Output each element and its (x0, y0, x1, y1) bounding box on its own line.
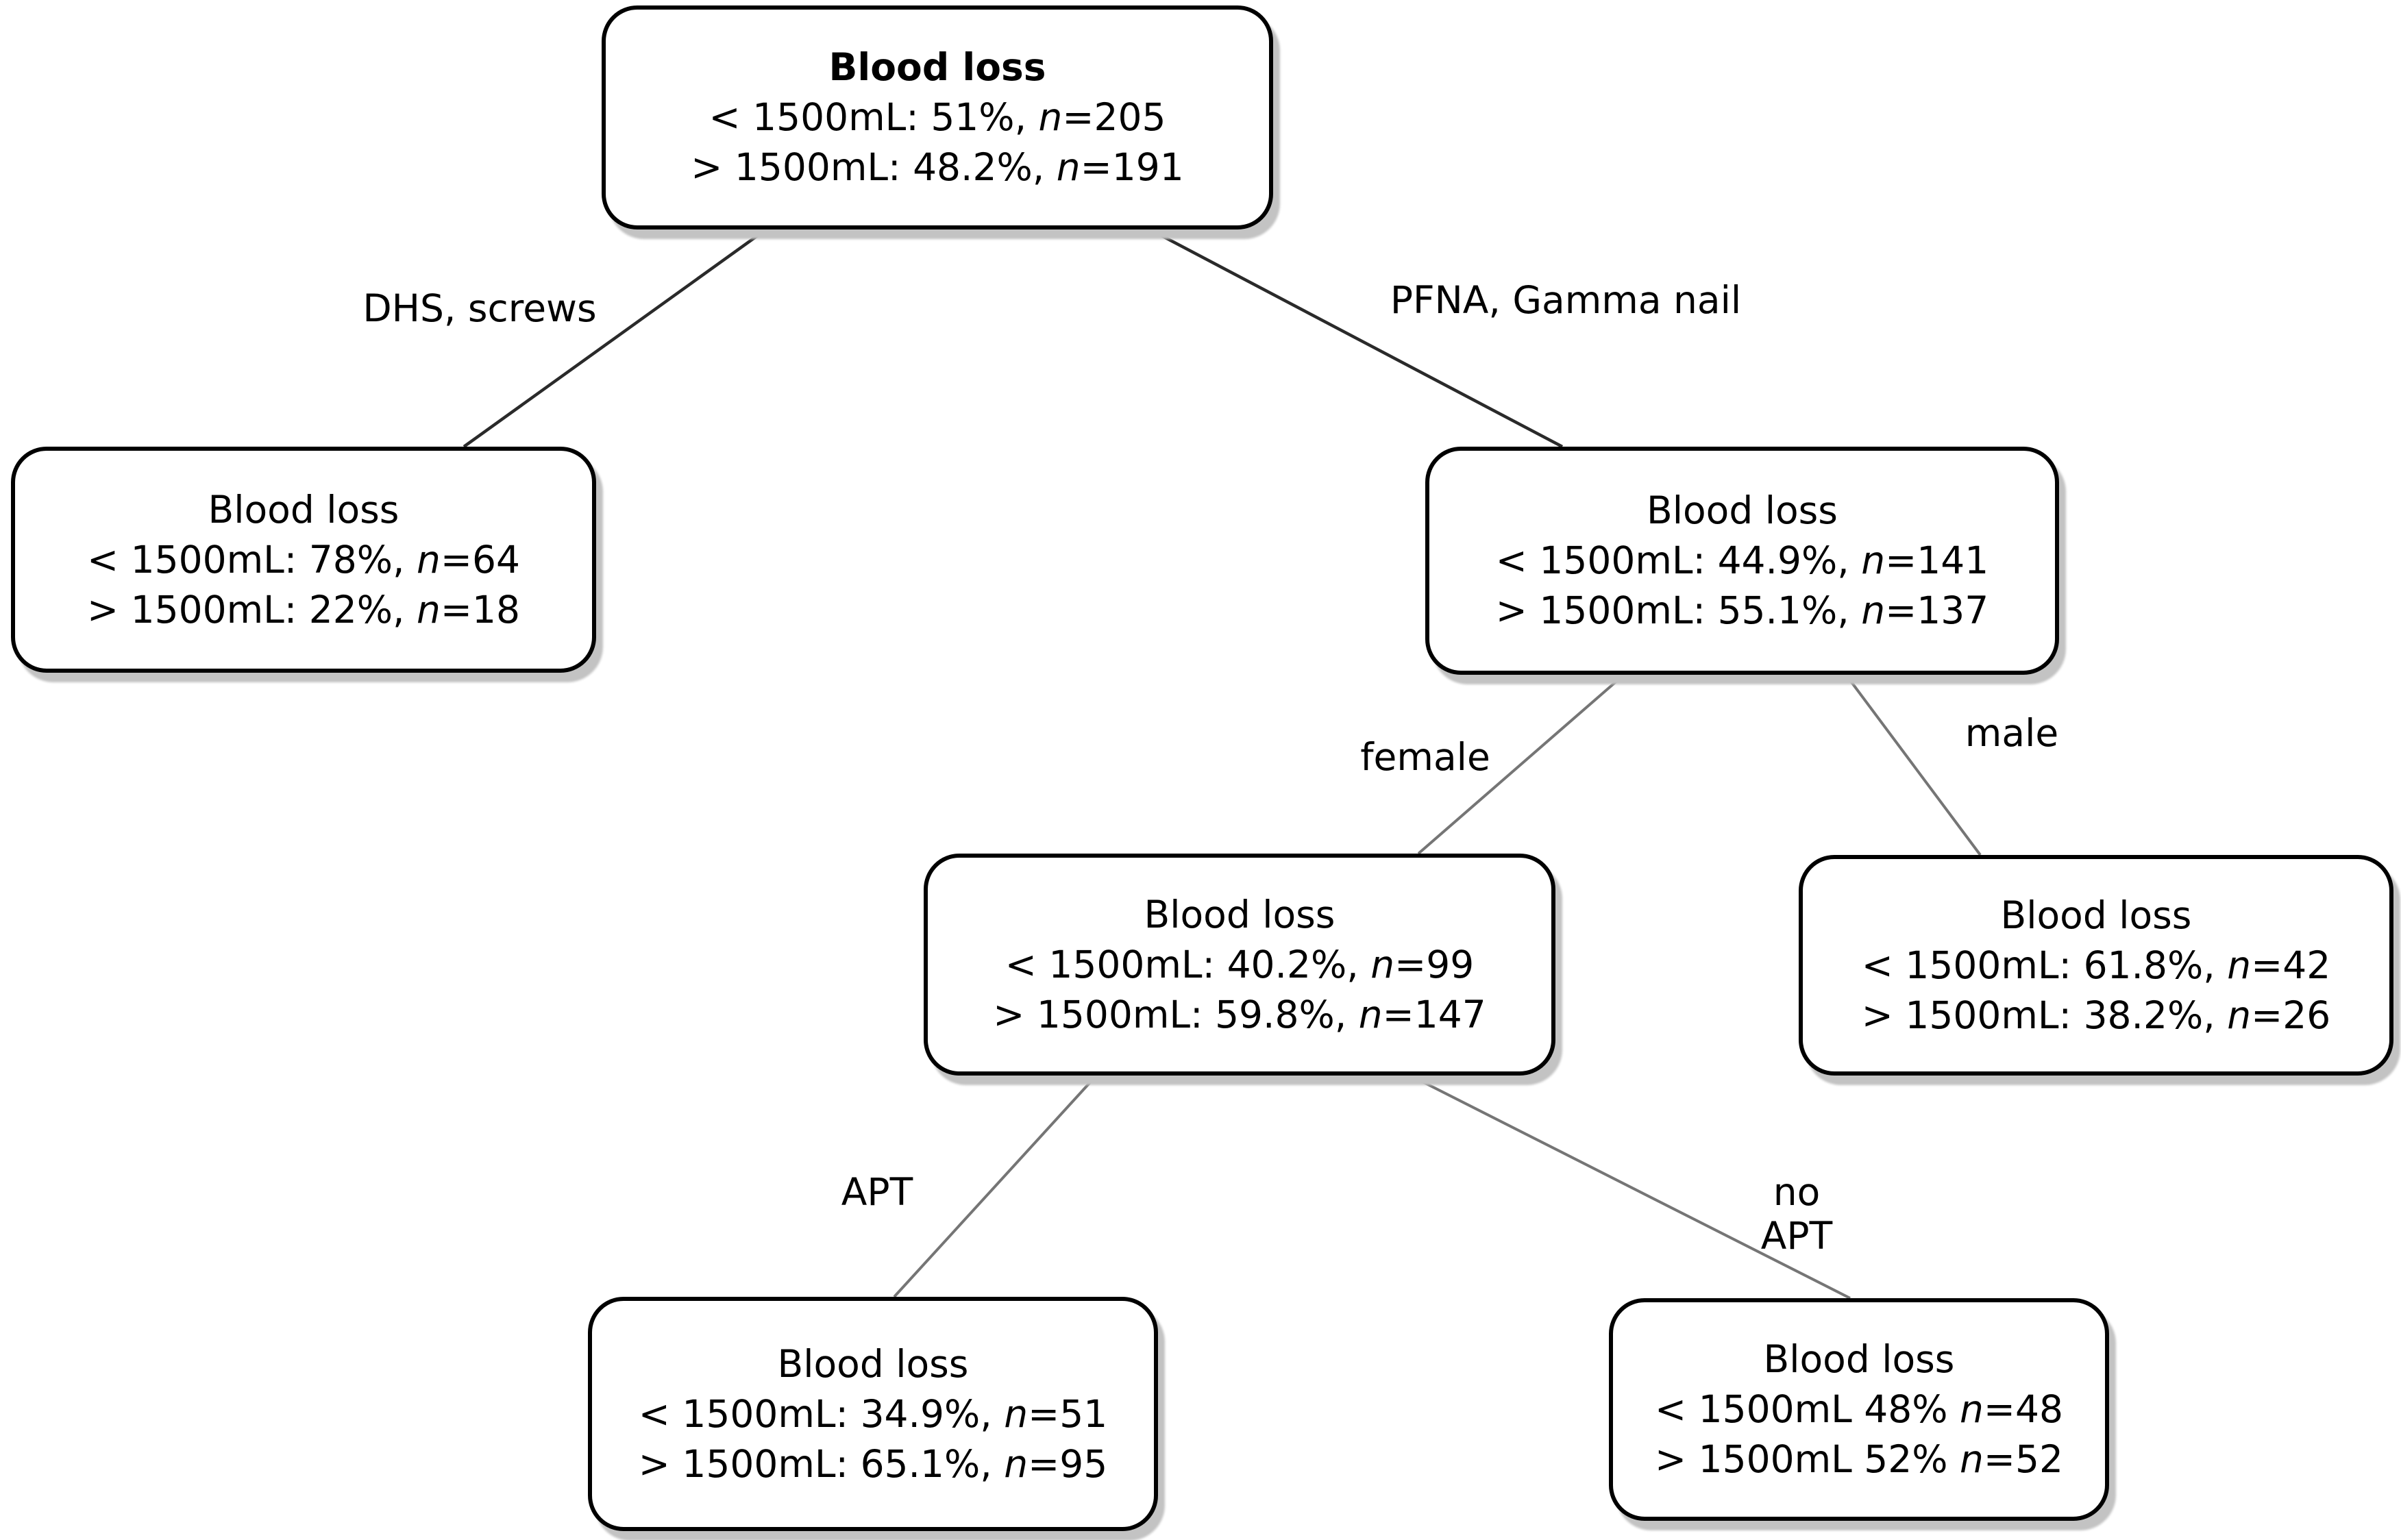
node-blood-loss-dhs-screws: Blood loss < 1500mL: 78%, n=64 > 1500mL:… (11, 447, 596, 673)
node-title: Blood loss (777, 1341, 969, 1386)
stat-line-over-1500: > 1500mL: 38.2%, n=26 (1861, 993, 2331, 1037)
n-variable: n (1038, 95, 1063, 139)
n-variable: n (1861, 588, 1886, 632)
n-variable: n (1056, 145, 1081, 189)
n-variable: n (417, 587, 441, 632)
node-title: Blood loss (1144, 892, 1335, 936)
edge-label-dhs-screws: DHS, screws (362, 286, 597, 330)
node-blood-loss-root: Blood loss < 1500mL: 51%, n=205 > 1500mL… (602, 5, 1273, 229)
stat-line-under-1500: < 1500mL: 78%, n=64 (87, 537, 520, 582)
n-variable: n (1861, 538, 1886, 582)
node-blood-loss-pfna-gamma: Blood loss < 1500mL: 44.9%, n=141 > 1500… (1425, 447, 2059, 675)
edge-line-dhs (463, 228, 767, 448)
node-title: Blood loss (208, 487, 399, 532)
n-variable: n (1370, 942, 1395, 986)
edge-line-pfna (1148, 228, 1564, 448)
edge-label-male: male (1965, 711, 2059, 755)
stat-line-over-1500: > 1500mL: 22%, n=18 (87, 587, 520, 632)
node-blood-loss-apt: Blood loss < 1500mL: 34.9%, n=51 > 1500m… (588, 1297, 1158, 1531)
stat-line-under-1500: < 1500mL: 51%, n=205 (709, 95, 1166, 139)
n-variable: n (417, 537, 441, 582)
stat-line-over-1500: > 1500mL: 65.1%, n=95 (638, 1441, 1108, 1486)
node-title: Blood loss (1647, 488, 1838, 532)
edge-label-no-apt-line1: no (1773, 1170, 1821, 1214)
edge-label-apt: APT (841, 1170, 913, 1214)
edge-line-apt (893, 1074, 1098, 1298)
stat-line-under-1500: < 1500mL: 34.9%, n=51 (638, 1391, 1108, 1436)
stat-line-over-1500: > 1500mL: 55.1%, n=137 (1495, 588, 1989, 632)
stat-line-under-1500: < 1500mL: 61.8%, n=42 (1861, 943, 2331, 987)
stat-line-under-1500: < 1500mL 48% n=48 (1655, 1387, 2063, 1431)
node-blood-loss-male: Blood loss < 1500mL: 61.8%, n=42 > 1500m… (1799, 855, 2393, 1076)
n-variable: n (2227, 943, 2252, 987)
node-blood-loss-female: Blood loss < 1500mL: 40.2%, n=99 > 1500m… (924, 854, 1555, 1076)
edge-label-pfna-gamma-nail: PFNA, Gamma nail (1390, 278, 1742, 322)
edge-line-female (1417, 673, 1625, 855)
n-variable: n (1004, 1441, 1029, 1486)
node-title: Blood loss (828, 45, 1046, 89)
n-variable: n (1960, 1387, 1984, 1431)
stat-line-under-1500: < 1500mL: 40.2%, n=99 (1005, 942, 1475, 986)
edge-label-no-apt-line2: APT (1760, 1214, 1833, 1258)
n-variable: n (2227, 993, 2252, 1037)
edge-label-female: female (1360, 735, 1490, 779)
edge-line-no-apt (1409, 1074, 1851, 1300)
node-title: Blood loss (1763, 1337, 1955, 1381)
n-variable: n (1004, 1391, 1029, 1436)
stat-line-under-1500: < 1500mL: 44.9%, n=141 (1495, 538, 1989, 582)
stat-line-over-1500: > 1500mL 52% n=52 (1655, 1437, 2063, 1481)
stat-line-over-1500: > 1500mL: 59.8%, n=147 (993, 992, 1486, 1036)
node-title: Blood loss (2000, 893, 2192, 937)
edge-line-male (1845, 673, 1982, 856)
edge-label-no-apt: no APT (1761, 1170, 1832, 1258)
node-blood-loss-no-apt: Blood loss < 1500mL 48% n=48 > 1500mL 52… (1609, 1298, 2109, 1521)
n-variable: n (1960, 1437, 1984, 1481)
stat-line-over-1500: > 1500mL: 48.2%, n=191 (691, 145, 1184, 189)
n-variable: n (1358, 992, 1383, 1036)
